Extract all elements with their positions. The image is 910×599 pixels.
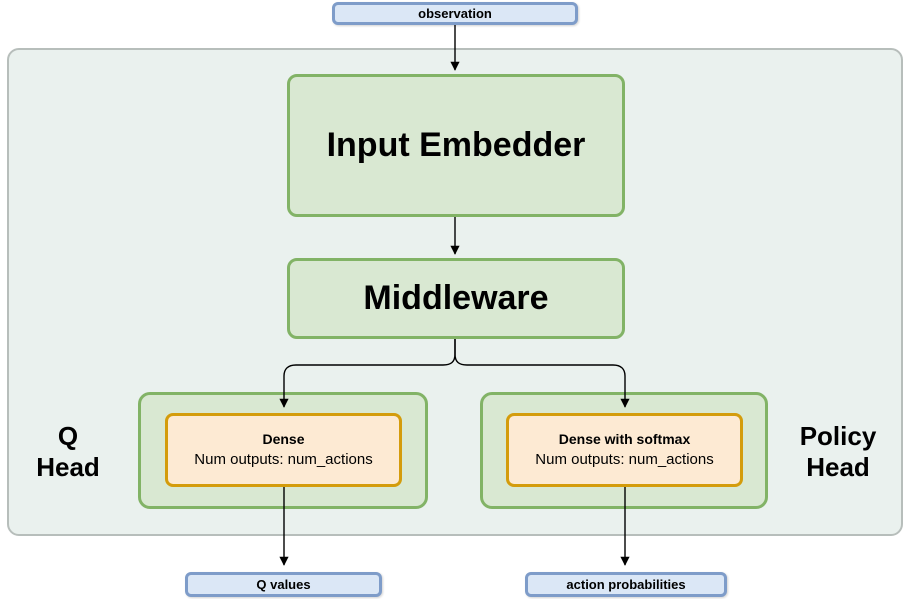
policy-dense-subtitle: Num outputs: num_actions: [535, 451, 714, 468]
q-dense-subtitle: Num outputs: num_actions: [194, 451, 373, 468]
q-values-label: Q values: [256, 577, 311, 592]
q-values-node: Q values: [185, 572, 382, 597]
input-embedder-node: Input Embedder: [287, 74, 625, 217]
policy-head-dense-node: Dense with softmax Num outputs: num_acti…: [506, 413, 743, 487]
observation-node: observation: [332, 2, 578, 25]
q-head-label: Q Head: [16, 421, 120, 483]
input-embedder-label: Input Embedder: [326, 126, 586, 164]
policy-head-label: Policy Head: [784, 421, 892, 483]
action-probabilities-node: action probabilities: [525, 572, 727, 597]
middleware-label: Middleware: [363, 279, 549, 317]
policy-head-label-line2: Head: [806, 452, 870, 482]
q-head-dense-node: Dense Num outputs: num_actions: [165, 413, 402, 487]
action-probabilities-label: action probabilities: [566, 577, 686, 592]
q-dense-title: Dense: [262, 431, 305, 447]
observation-label: observation: [418, 6, 492, 21]
q-head-label-line1: Q: [57, 421, 79, 451]
q-head-label-line2: Head: [36, 452, 100, 482]
policy-head-label-line1: Policy: [799, 421, 877, 451]
middleware-node: Middleware: [287, 258, 625, 339]
policy-dense-title: Dense with softmax: [558, 431, 691, 447]
